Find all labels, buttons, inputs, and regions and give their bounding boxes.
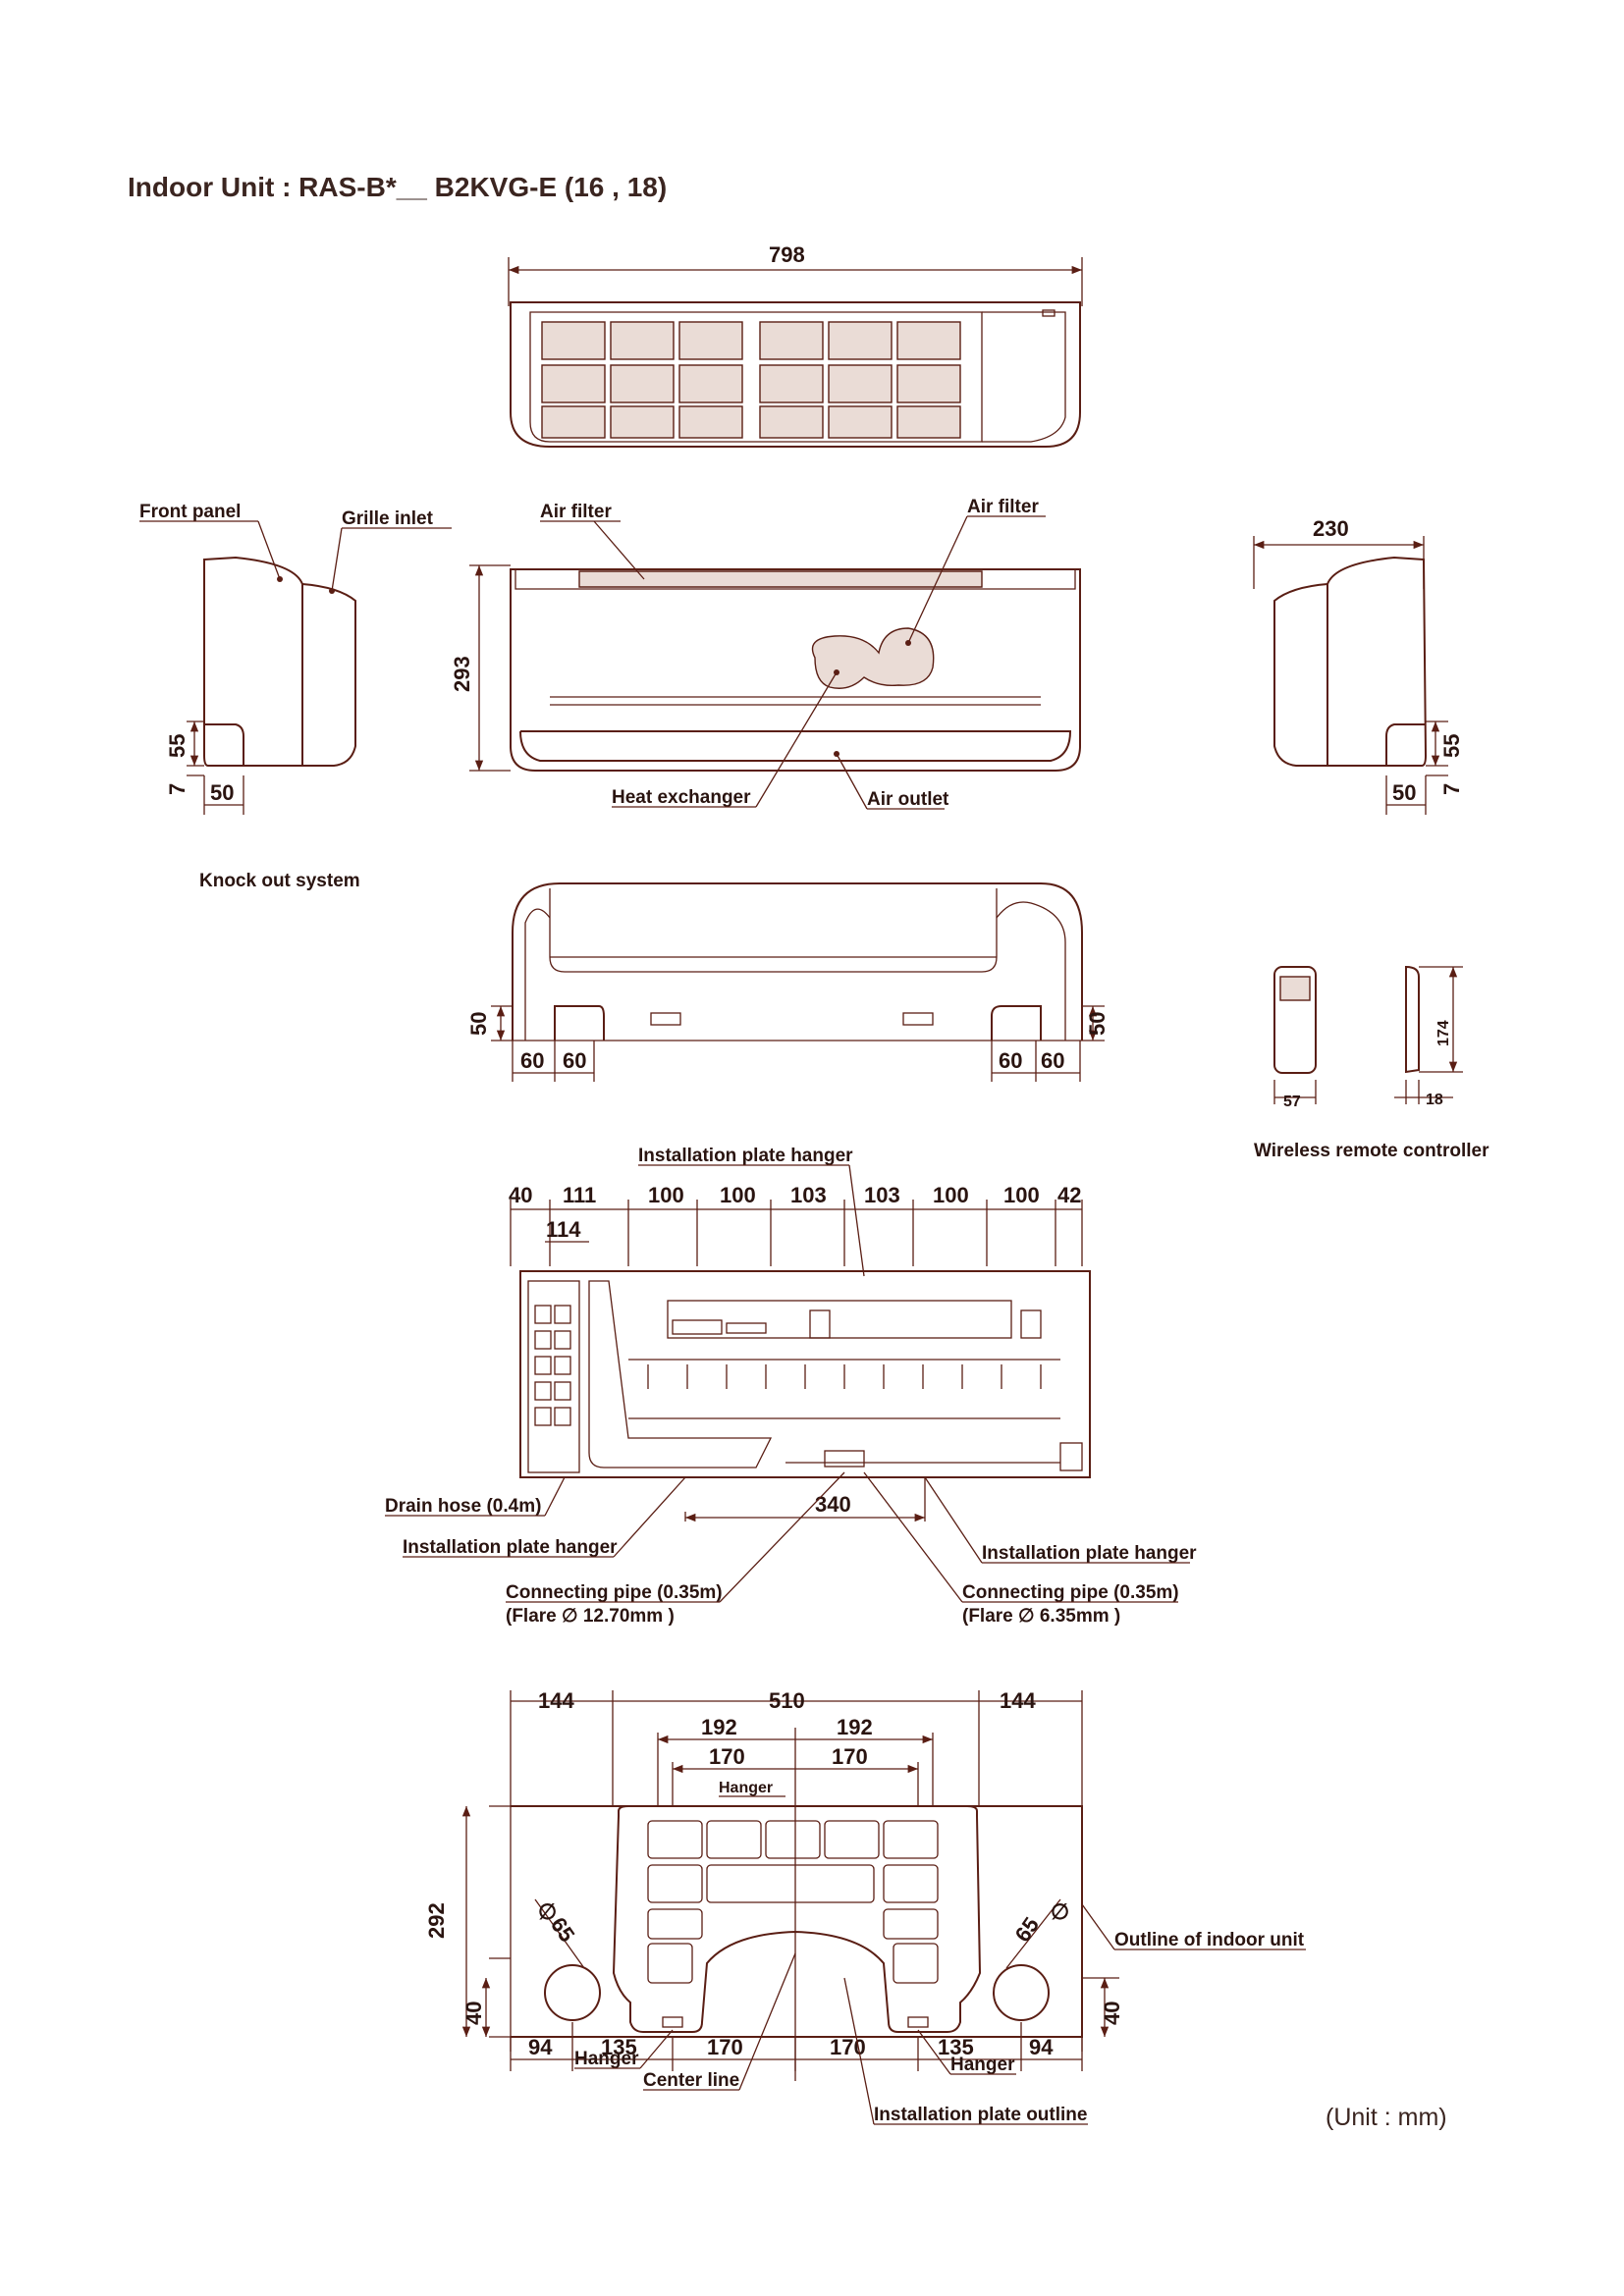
- dim-plate-94-right: 94: [1029, 2035, 1054, 2059]
- dim-remote-174: 174: [1435, 1020, 1452, 1046]
- label-center-line: Center line: [643, 2070, 739, 2091]
- dim-rear-103b: 103: [864, 1183, 900, 1207]
- label-air-outlet: Air outlet: [867, 789, 949, 810]
- label-wireless-remote: Wireless remote controller: [1254, 1141, 1489, 1161]
- dim-rear-340: 340: [815, 1492, 851, 1517]
- dim-plate-192-left: 192: [701, 1715, 737, 1739]
- label-outline-indoor: Outline of indoor unit: [1114, 1930, 1305, 1950]
- dim-rear-111: 111: [563, 1183, 596, 1207]
- bottom-view: 50 50 60 60 60 60: [466, 882, 1110, 1082]
- dim-left-50: 50: [210, 780, 234, 805]
- label-drain-hose: Drain hose (0.4m): [385, 1496, 541, 1517]
- dim-plate-170-bl: 170: [707, 2035, 743, 2059]
- dim-rear-40: 40: [509, 1183, 532, 1207]
- dim-plate-135-left: 135: [601, 2035, 637, 2059]
- label-connecting-pipe-left-1: Connecting pipe (0.35m): [506, 1582, 723, 1603]
- label-hanger-right: Hanger: [950, 2055, 1015, 2075]
- dim-plate-65-right: 65: [1010, 1912, 1045, 1946]
- svg-text:∅: ∅: [538, 1899, 557, 1924]
- dim-rear-42: 42: [1057, 1183, 1081, 1207]
- label-heat-exchanger: Heat exchanger: [612, 787, 751, 808]
- dim-left-55: 55: [165, 734, 189, 758]
- dim-plate-144-right: 144: [1000, 1688, 1036, 1713]
- dim-rear-100d: 100: [1003, 1183, 1040, 1207]
- label-grille-inlet: Grille inlet: [342, 508, 434, 529]
- dim-230: 230: [1313, 516, 1349, 541]
- dim-bottom-50-right: 50: [1085, 1012, 1110, 1036]
- left-side-view: Front panel Grille inlet 55 7 50 Knock o…: [139, 502, 452, 891]
- rear-view: Installation plate hanger 40 111 100 100…: [385, 1146, 1197, 1627]
- label-connecting-pipe-left-2: (Flare ∅ 12.70mm ): [506, 1606, 675, 1627]
- remote-controller: 174 57 18 Wireless remote controller: [1254, 965, 1489, 1161]
- dim-plate-94-left: 94: [528, 2035, 553, 2059]
- top-front-view: 798: [508, 242, 1083, 448]
- dim-rear-100c: 100: [933, 1183, 969, 1207]
- dim-bottom-50-left: 50: [466, 1012, 491, 1036]
- air-filter-grid: [541, 321, 961, 439]
- dim-plate-292: 292: [424, 1902, 449, 1939]
- label-connecting-pipe-right-1: Connecting pipe (0.35m): [962, 1582, 1179, 1603]
- dim-rear-100b: 100: [720, 1183, 756, 1207]
- label-hanger-top: Hanger: [719, 1780, 773, 1796]
- dim-293: 293: [450, 656, 474, 692]
- dim-bottom-60-a: 60: [520, 1048, 544, 1073]
- dim-bottom-60-c: 60: [999, 1048, 1022, 1073]
- label-installation-plate-hanger-right: Installation plate hanger: [982, 1543, 1197, 1564]
- dim-plate-144-left: 144: [538, 1688, 574, 1713]
- label-front-panel: Front panel: [139, 502, 241, 522]
- dim-left-7: 7: [165, 783, 189, 795]
- dim-right-7: 7: [1439, 783, 1464, 795]
- dim-plate-170-left: 170: [709, 1744, 745, 1769]
- label-installation-plate-hanger-left: Installation plate hanger: [403, 1537, 618, 1558]
- dim-plate-170-right: 170: [832, 1744, 868, 1769]
- dim-remote-57: 57: [1283, 1094, 1301, 1110]
- svg-text:∅: ∅: [1051, 1899, 1069, 1924]
- dim-remote-18: 18: [1426, 1092, 1443, 1108]
- unit-note: (Unit : mm): [1326, 2104, 1447, 2131]
- dim-plate-40-left: 40: [461, 2002, 486, 2025]
- installation-plate-view: 144 510 144 192 192 170 170 Hanger 292 4…: [424, 1688, 1447, 2131]
- front-view: 293 Air filter Air filter Heat exchanger…: [450, 497, 1081, 810]
- dim-rear-114: 114: [546, 1217, 581, 1242]
- dim-bottom-60-b: 60: [563, 1048, 586, 1073]
- dim-bottom-60-d: 60: [1041, 1048, 1064, 1073]
- label-air-filter-left: Air filter: [540, 502, 612, 522]
- page-title: Indoor Unit : RAS-B*__ B2KVG-E (16 , 18): [128, 172, 667, 202]
- dim-plate-40-right: 40: [1100, 2002, 1124, 2025]
- dim-right-55: 55: [1439, 734, 1464, 758]
- label-installation-plate-hanger-top: Installation plate hanger: [638, 1146, 853, 1166]
- label-installation-plate-outline: Installation plate outline: [874, 2105, 1087, 2125]
- dim-right-50: 50: [1392, 780, 1416, 805]
- label-air-filter-right: Air filter: [967, 497, 1039, 517]
- dim-798: 798: [769, 242, 805, 267]
- dim-plate-192-right: 192: [837, 1715, 873, 1739]
- right-side-view: 230 55 7 50: [1253, 516, 1464, 815]
- dim-rear-103a: 103: [790, 1183, 827, 1207]
- label-hanger-left: Hanger: [574, 2049, 639, 2069]
- label-connecting-pipe-right-2: (Flare ∅ 6.35mm ): [962, 1606, 1120, 1627]
- dim-plate-510: 510: [769, 1688, 805, 1713]
- dim-rear-100a: 100: [648, 1183, 684, 1207]
- label-knock-out: Knock out system: [199, 871, 360, 891]
- dim-plate-135-right: 135: [938, 2035, 974, 2059]
